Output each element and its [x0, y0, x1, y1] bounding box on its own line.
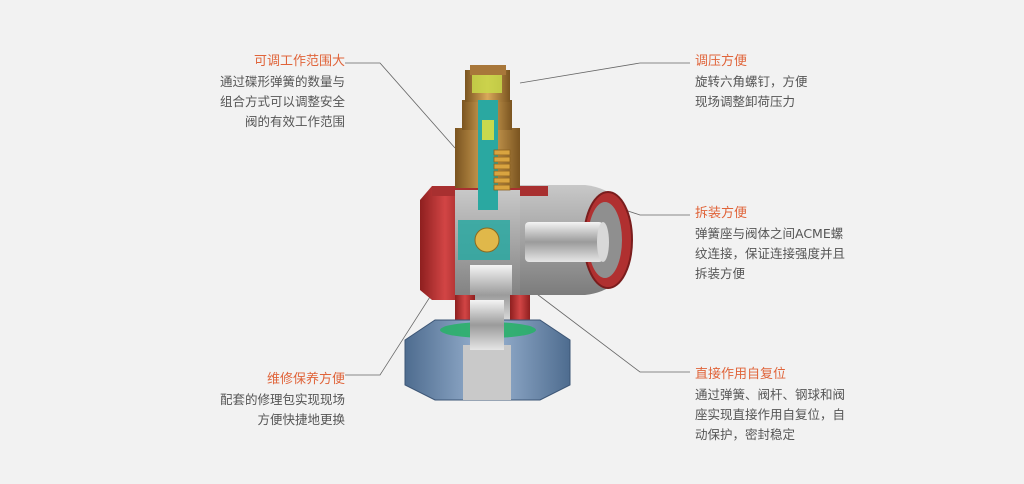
- callout-body: 旋转六角螺钉，方便 现场调整卸荷压力: [695, 74, 808, 109]
- callout-title: 可调工作范围大: [253, 54, 345, 69]
- callout-adjustable-range: 可调工作范围大 通过碟形弹簧的数量与 组合方式可以调整安全 阀的有效工作范围: [160, 52, 345, 132]
- callout-maintenance: 维修保养方便 配套的修理包实现现场 方便快捷地更换: [160, 370, 345, 430]
- union-nut: [404, 300, 571, 401]
- callout-easy-assembly: 拆装方便 弹簧座与阀体之间ACME螺 纹连接，保证连接强度并且 拆装方便: [695, 204, 895, 284]
- callout-title: 直接作用自复位: [695, 367, 787, 382]
- valve-main-body: [455, 190, 520, 325]
- callout-self-reset: 直接作用自复位 通过弹簧、阀杆、钢球和阀 座实现直接作用自复位，自 动保护，密封…: [695, 365, 895, 445]
- callout-body: 通过弹簧、阀杆、钢球和阀 座实现直接作用自复位，自 动保护，密封稳定: [695, 387, 846, 442]
- callout-title: 拆装方便: [695, 206, 748, 221]
- callout-body: 弹簧座与阀体之间ACME螺 纹连接，保证连接强度并且 拆装方便: [695, 226, 846, 281]
- callout-body: 通过碟形弹簧的数量与 组合方式可以调整安全 阀的有效工作范围: [219, 74, 345, 129]
- leader-adjustable-range: [345, 62, 456, 149]
- outlet-body: [505, 185, 633, 295]
- spring-housing: [455, 65, 520, 210]
- leader-self-reset: [524, 284, 690, 373]
- leader-pressure-adjust: [519, 62, 690, 84]
- callout-title: 调压方便: [695, 54, 748, 69]
- callout-body: 配套的修理包实现现场 方便快捷地更换: [219, 392, 345, 427]
- callout-pressure-adjust: 调压方便 旋转六角螺钉，方便 现场调整卸荷压力: [695, 52, 895, 112]
- callout-title: 维修保养方便: [266, 372, 345, 387]
- steel-ball: [474, 227, 500, 253]
